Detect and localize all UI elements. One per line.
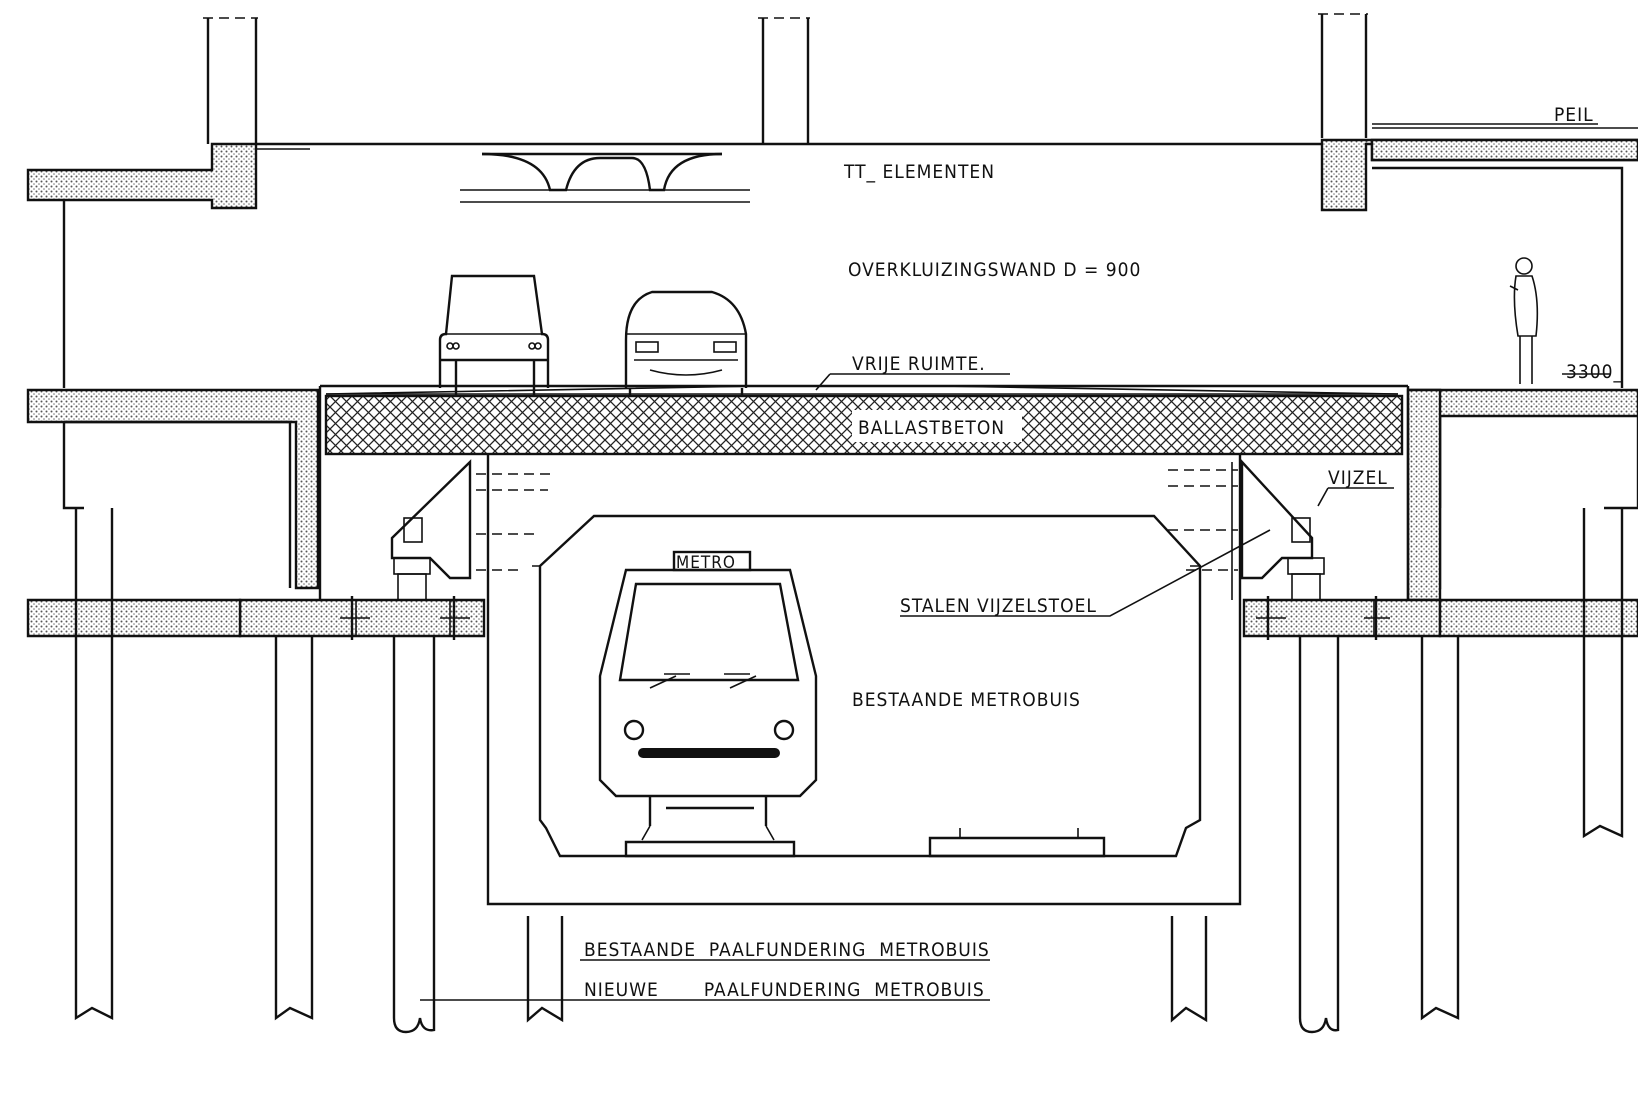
street-deck [26,123,1638,388]
metro-train [598,550,1106,858]
jack-stool-left [390,459,554,601]
car-right [624,290,748,396]
label-tt-elementen: TT_ ELEMENTEN [843,161,995,183]
label-level-3300: 3300_ [1566,361,1623,383]
upper-floor-slabs [26,388,1638,602]
label-stalen-vijzelstoel: STALEN VIJZELSTOEL [900,595,1097,617]
lower-beams [26,596,1638,640]
label-bestaande-metrobuis: BESTAANDE METROBUIS [852,689,1081,711]
jack-stool-right [1168,458,1325,601]
label-ballastbeton: BALLASTBETON [858,417,1005,439]
label-metro-sign: METRO [676,553,736,573]
label-nieuwe-paalfundering: NIEUWE PAALFUNDERING METROBUIS [584,979,985,1001]
label-peil: PEIL [1554,104,1594,126]
metro-tube [486,454,1242,906]
label-vijzel: VIJZEL [1328,467,1388,489]
piles [74,508,1624,1034]
car-left [438,274,550,396]
tt-elements [460,152,750,203]
label-vrije-ruimte: VRIJE RUIMTE. [852,353,986,375]
labels: PEIL TT_ ELEMENTEN OVERKLUIZINGSWAND D =… [584,104,1623,1001]
label-overkluizingswand: OVERKLUIZINGSWAND D = 900 [848,259,1141,281]
right-ground-slab [1370,138,1638,162]
person-figure [1509,257,1539,384]
leader-lines [420,123,1610,1001]
label-bestaande-paalfundering: BESTAANDE PAALFUNDERING METROBUIS [584,939,990,961]
left-ground-slab [26,142,258,210]
building-columns [203,13,1368,144]
